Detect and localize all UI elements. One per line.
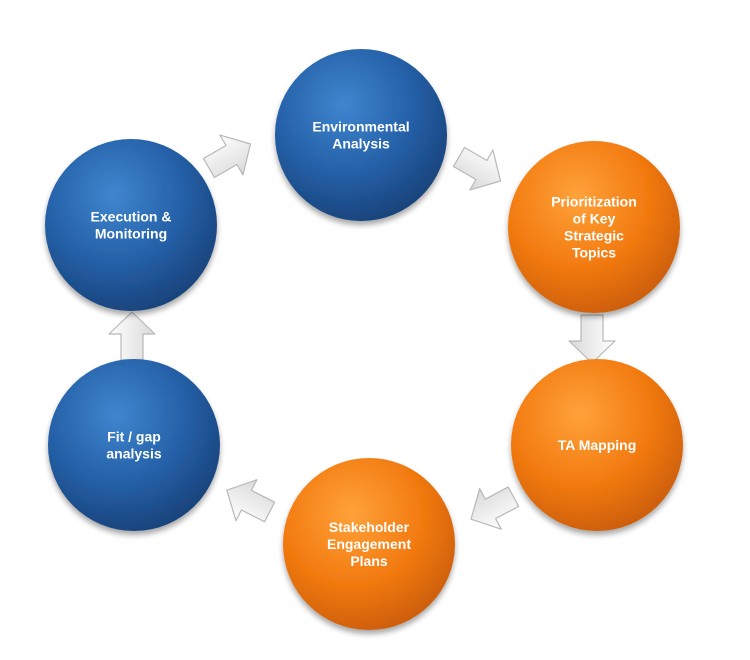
arrow-stakeholder-engagement-to-fit-gap bbox=[226, 479, 276, 523]
node-circle-prioritization bbox=[508, 141, 680, 313]
node-circle-environmental-analysis bbox=[275, 49, 447, 221]
node-label-ta-mapping: TA Mapping bbox=[558, 437, 637, 453]
node-label-line: Engagement bbox=[327, 536, 411, 552]
node-label-line: of Key bbox=[573, 211, 616, 227]
arrow-fit-gap-to-execution-monitoring bbox=[108, 311, 156, 361]
arrow-execution-monitoring-to-environmental-analysis bbox=[202, 134, 252, 179]
arrow-environmental-analysis-to-prioritization bbox=[452, 146, 502, 191]
node-circle-stakeholder-engagement bbox=[283, 458, 455, 630]
node-label-line: analysis bbox=[106, 446, 161, 462]
node-label-line: Environmental bbox=[312, 119, 409, 135]
node-label-line: Stakeholder bbox=[329, 519, 410, 535]
arrow-prioritization-to-ta-mapping bbox=[568, 314, 616, 364]
node-label-line: Monitoring bbox=[95, 226, 167, 242]
node-label-line: Fit / gap bbox=[107, 429, 161, 445]
node-label-line: Plans bbox=[350, 553, 388, 569]
node-label-execution-monitoring: Execution &Monitoring bbox=[91, 209, 172, 242]
arrows-layer bbox=[108, 134, 616, 530]
node-label-line: TA Mapping bbox=[558, 437, 637, 453]
node-label-line: Topics bbox=[572, 245, 616, 261]
arrow-ta-mapping-to-stakeholder-engagement bbox=[470, 486, 520, 530]
node-label-line: Prioritization bbox=[551, 194, 637, 210]
node-execution-monitoring: Execution &Monitoring bbox=[45, 139, 217, 311]
node-circle-execution-monitoring bbox=[45, 139, 217, 311]
node-label-line: Strategic bbox=[564, 228, 624, 244]
node-ta-mapping: TA Mapping bbox=[511, 359, 683, 531]
node-label-line: Analysis bbox=[332, 136, 390, 152]
node-circle-ta-mapping bbox=[511, 359, 683, 531]
node-label-line: Execution & bbox=[91, 209, 172, 225]
node-circle-fit-gap bbox=[48, 359, 220, 531]
